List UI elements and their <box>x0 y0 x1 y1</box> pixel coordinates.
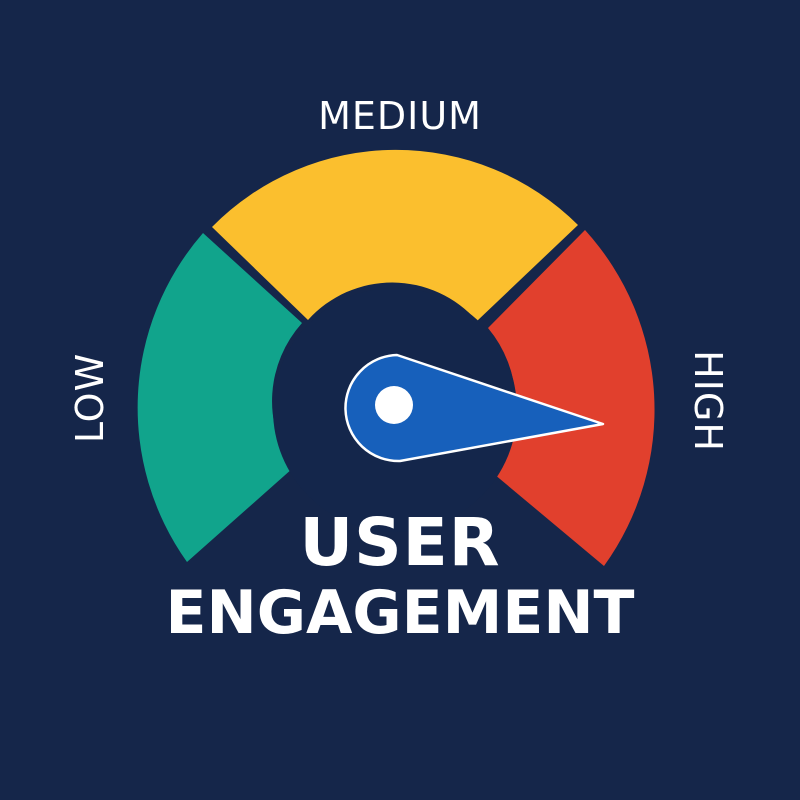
low-label: LOW <box>68 352 112 444</box>
gauge-needle <box>344 353 605 463</box>
gauge-segment-low <box>137 233 302 562</box>
title-line-engagement: ENGAGEMENT <box>165 578 635 648</box>
gauge-segment-high <box>488 230 655 566</box>
gauge-segment-medium <box>212 149 578 321</box>
needle-hub <box>375 386 413 424</box>
high-label: HIGH <box>686 350 730 452</box>
title-line-user: USER <box>299 504 501 581</box>
medium-label: MEDIUM <box>318 94 482 138</box>
